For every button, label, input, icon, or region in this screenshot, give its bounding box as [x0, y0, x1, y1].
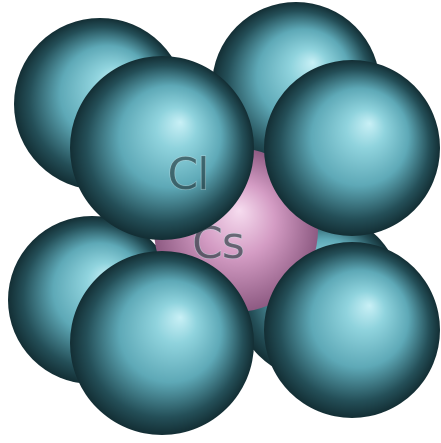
chloride-atom-front-top-left — [70, 56, 254, 240]
chloride-label: Cl — [168, 149, 209, 200]
chloride-atom-front-top-right — [264, 60, 440, 236]
cesium-label: Cs — [192, 218, 244, 269]
chloride-atom-front-bottom-right — [264, 242, 440, 418]
chloride-atom-front-bottom-left — [70, 251, 254, 435]
